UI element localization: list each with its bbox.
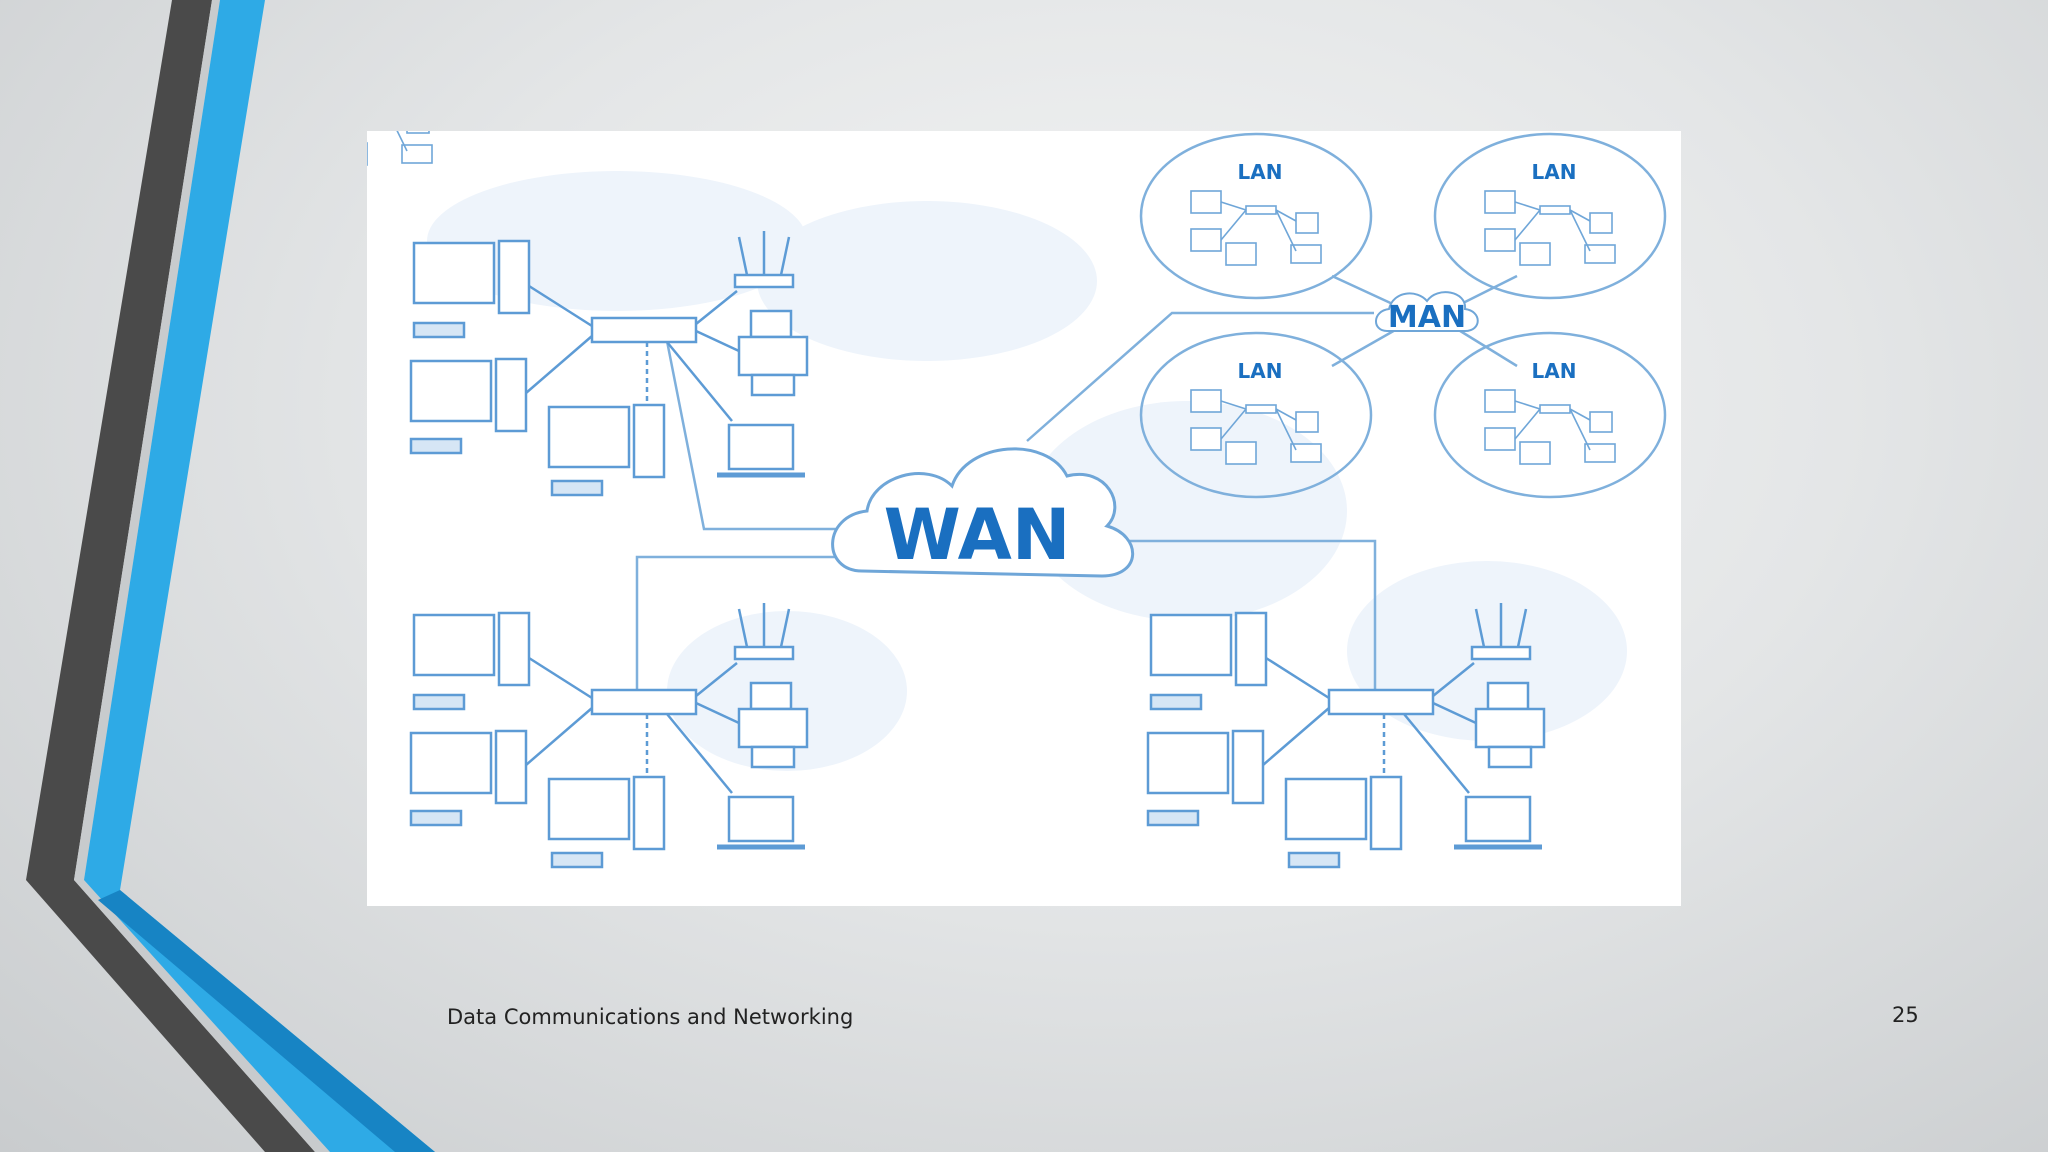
lan-label-2: LAN [1532, 160, 1577, 184]
wan-cloud [831, 447, 1135, 578]
network-diagram-image: WAN MAN LAN LAN LAN LAN [367, 131, 1681, 906]
blue-band [84, 0, 435, 1152]
man-label: MAN [1388, 300, 1466, 335]
dark-band [26, 0, 315, 1152]
blue-band-lower [98, 890, 435, 1152]
lan-label-4: LAN [1532, 359, 1577, 383]
lan-label-3: LAN [1238, 359, 1283, 383]
page-number: 25 [1892, 1003, 1919, 1027]
lan-label-1: LAN [1238, 160, 1283, 184]
footer-text: Data Communications and Networking [447, 1005, 854, 1029]
wan-label: WAN [884, 494, 1071, 576]
light-band [74, 0, 330, 1152]
